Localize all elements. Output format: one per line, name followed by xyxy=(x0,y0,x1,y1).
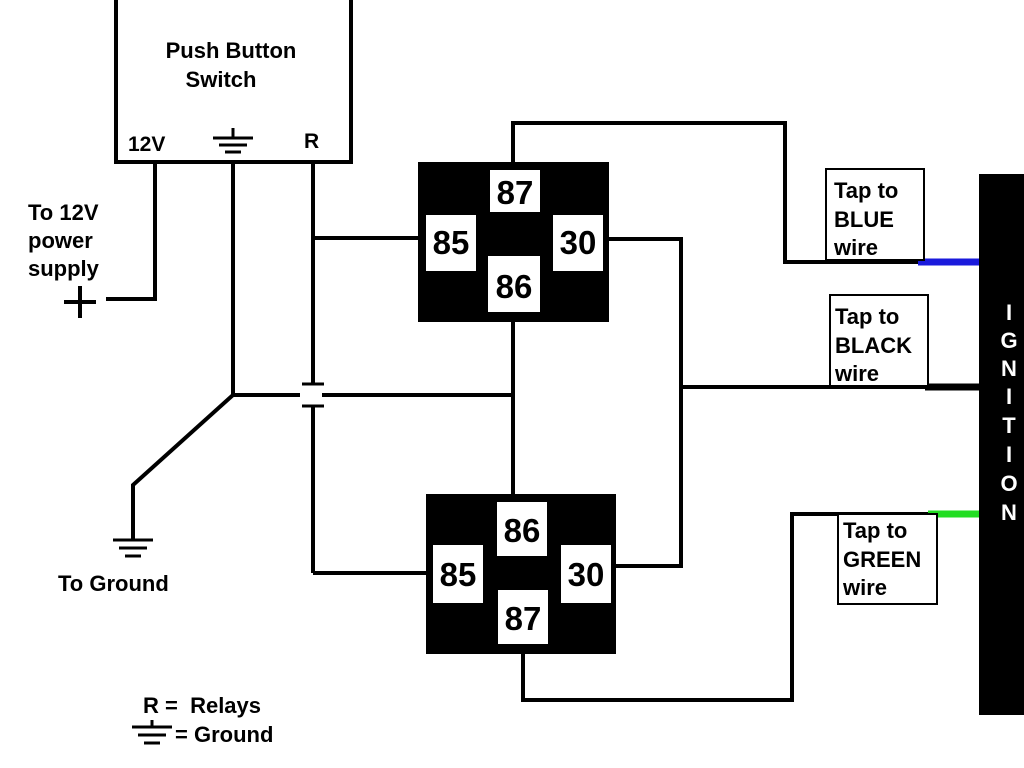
ground-symbol-icon xyxy=(113,538,153,558)
relay-top-pin-85: 85 xyxy=(433,224,470,261)
tap-blue-line1: Tap to xyxy=(834,178,898,203)
ignition-letter: I xyxy=(1006,300,1012,325)
ignition-letter: N xyxy=(1001,356,1017,381)
power-line1: To 12V xyxy=(28,200,99,225)
relay-bottom-pin-30: 30 xyxy=(568,556,605,593)
tap-green-line2: GREEN xyxy=(843,547,921,572)
ground-label: To Ground xyxy=(58,571,169,596)
switch-title-line2: Switch xyxy=(186,67,257,92)
tap-black-box: Tap to BLACK wire xyxy=(829,294,929,387)
legend-relays: R = Relays xyxy=(143,693,261,718)
relay-bottom-pin-85: 85 xyxy=(440,556,477,593)
relay-top-pin-87: 87 xyxy=(497,174,534,211)
tap-black-line3: wire xyxy=(834,361,879,386)
plus-icon xyxy=(64,286,96,318)
ignition-bar: I G N I T I O N xyxy=(979,174,1024,715)
tap-blue-line2: BLUE xyxy=(834,207,894,232)
switch-title-line1: Push Button xyxy=(166,38,297,63)
push-button-switch: Push Button Switch 12V R xyxy=(114,0,353,164)
switch-terminal-12v: 12V xyxy=(128,133,165,156)
ignition-letter: G xyxy=(1000,328,1017,353)
relay-top-pin-30: 30 xyxy=(560,224,597,261)
ignition-letter: N xyxy=(1001,500,1017,525)
relay-bottom-pin-87: 87 xyxy=(505,600,542,637)
switch-terminal-r: R xyxy=(304,130,319,153)
ignition-letter: T xyxy=(1002,413,1016,438)
tap-green-line3: wire xyxy=(842,575,887,600)
relay-bottom-pin-86: 86 xyxy=(504,512,541,549)
tap-green-line1: Tap to xyxy=(843,518,907,543)
power-line2: power xyxy=(28,228,93,253)
tap-blue-line3: wire xyxy=(833,235,878,260)
wire-12v-power xyxy=(106,162,157,301)
tap-black-line2: BLACK xyxy=(835,333,912,358)
wire-switch-ground xyxy=(131,162,235,540)
switch-terminal-ground-icon xyxy=(213,128,253,154)
relay-top-pin-86: 86 xyxy=(496,268,533,305)
wire-30-link xyxy=(608,237,683,568)
power-line3: supply xyxy=(28,256,100,281)
wire-top-87-blue xyxy=(511,121,918,264)
tap-black-line1: Tap to xyxy=(835,304,899,329)
legend: R = Relays = Ground xyxy=(132,693,273,747)
relay-bottom: 86 85 30 87 xyxy=(426,494,616,654)
tap-green-box: Tap to GREEN wire xyxy=(837,513,938,605)
legend-ground-icon xyxy=(132,720,172,745)
ignition-letter: I xyxy=(1006,442,1012,467)
relay-top: 87 85 30 86 xyxy=(418,162,609,322)
tap-blue-box: Tap to BLUE wire xyxy=(825,168,925,261)
ignition-letter: O xyxy=(1000,471,1017,496)
power-supply-label: To 12V power supply xyxy=(28,200,100,318)
ignition-letter: I xyxy=(1006,384,1012,409)
legend-ground: = Ground xyxy=(175,722,273,747)
